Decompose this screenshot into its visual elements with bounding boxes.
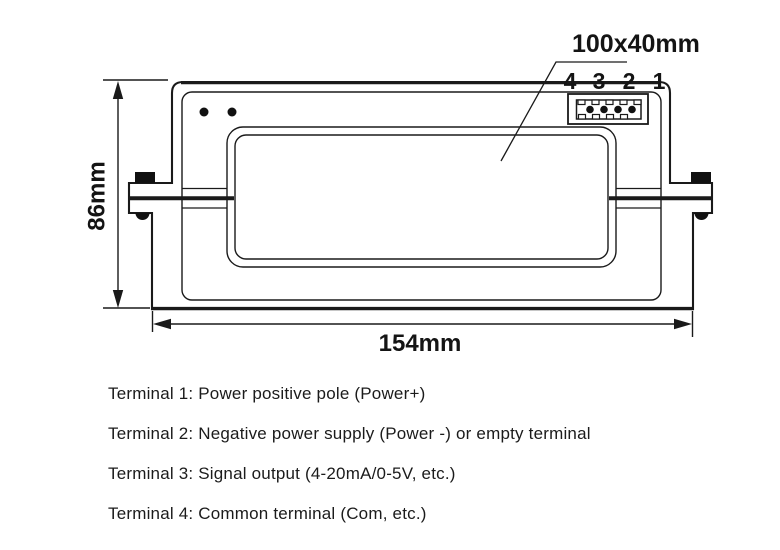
arrow-right-icon <box>674 318 692 330</box>
front-dot-right <box>227 107 237 117</box>
window-callout-leader <box>500 61 627 162</box>
terminal-holes <box>586 105 636 114</box>
front-dot-left <box>199 107 209 117</box>
terminal-castellation <box>577 99 642 120</box>
display-window-inner <box>234 134 609 260</box>
mounting-bracket-right <box>609 172 712 221</box>
terminal-note-4: Terminal 4: Common terminal (Com, etc.) <box>108 504 427 523</box>
terminal-pin-numbers: 4 3 2 1 <box>564 68 666 94</box>
terminal-note-1: Terminal 1: Power positive pole (Power+) <box>108 384 426 403</box>
pin-number-4: 4 <box>564 68 577 94</box>
arrow-down-icon <box>112 290 124 308</box>
pin-number-1: 1 <box>653 68 666 94</box>
arrow-left-icon <box>153 318 171 330</box>
mounting-bracket-left <box>129 172 234 221</box>
terminal-note-3: Terminal 3: Signal output (4-20mA/0-5V, … <box>108 464 456 483</box>
terminal-note-2: Terminal 2: Negative power supply (Power… <box>108 424 591 443</box>
terminal-hole-2 <box>614 105 622 114</box>
width-dimension-label: 154mm <box>379 330 462 357</box>
device-body <box>127 80 714 311</box>
width-dimension-154mm <box>151 311 694 337</box>
pin-number-2: 2 <box>623 68 636 94</box>
clamp-tab-top <box>135 172 155 183</box>
terminal-hole-4 <box>586 105 594 114</box>
terminal-hole-1 <box>628 105 636 114</box>
height-dimension-label: 86mm <box>84 161 111 230</box>
inner-bezel-outline <box>181 91 662 301</box>
terminal-block <box>567 93 649 125</box>
clamp-knob-bottom <box>135 213 150 221</box>
terminal-hole-3 <box>600 105 608 114</box>
pin-number-3: 3 <box>593 68 606 94</box>
height-dimension-86mm <box>103 79 168 309</box>
clamp-tab-top <box>691 172 711 183</box>
clamp-knob-bottom <box>694 213 709 221</box>
window-dimension-label: 100x40mm <box>572 30 700 58</box>
arrow-up-icon <box>112 81 124 99</box>
